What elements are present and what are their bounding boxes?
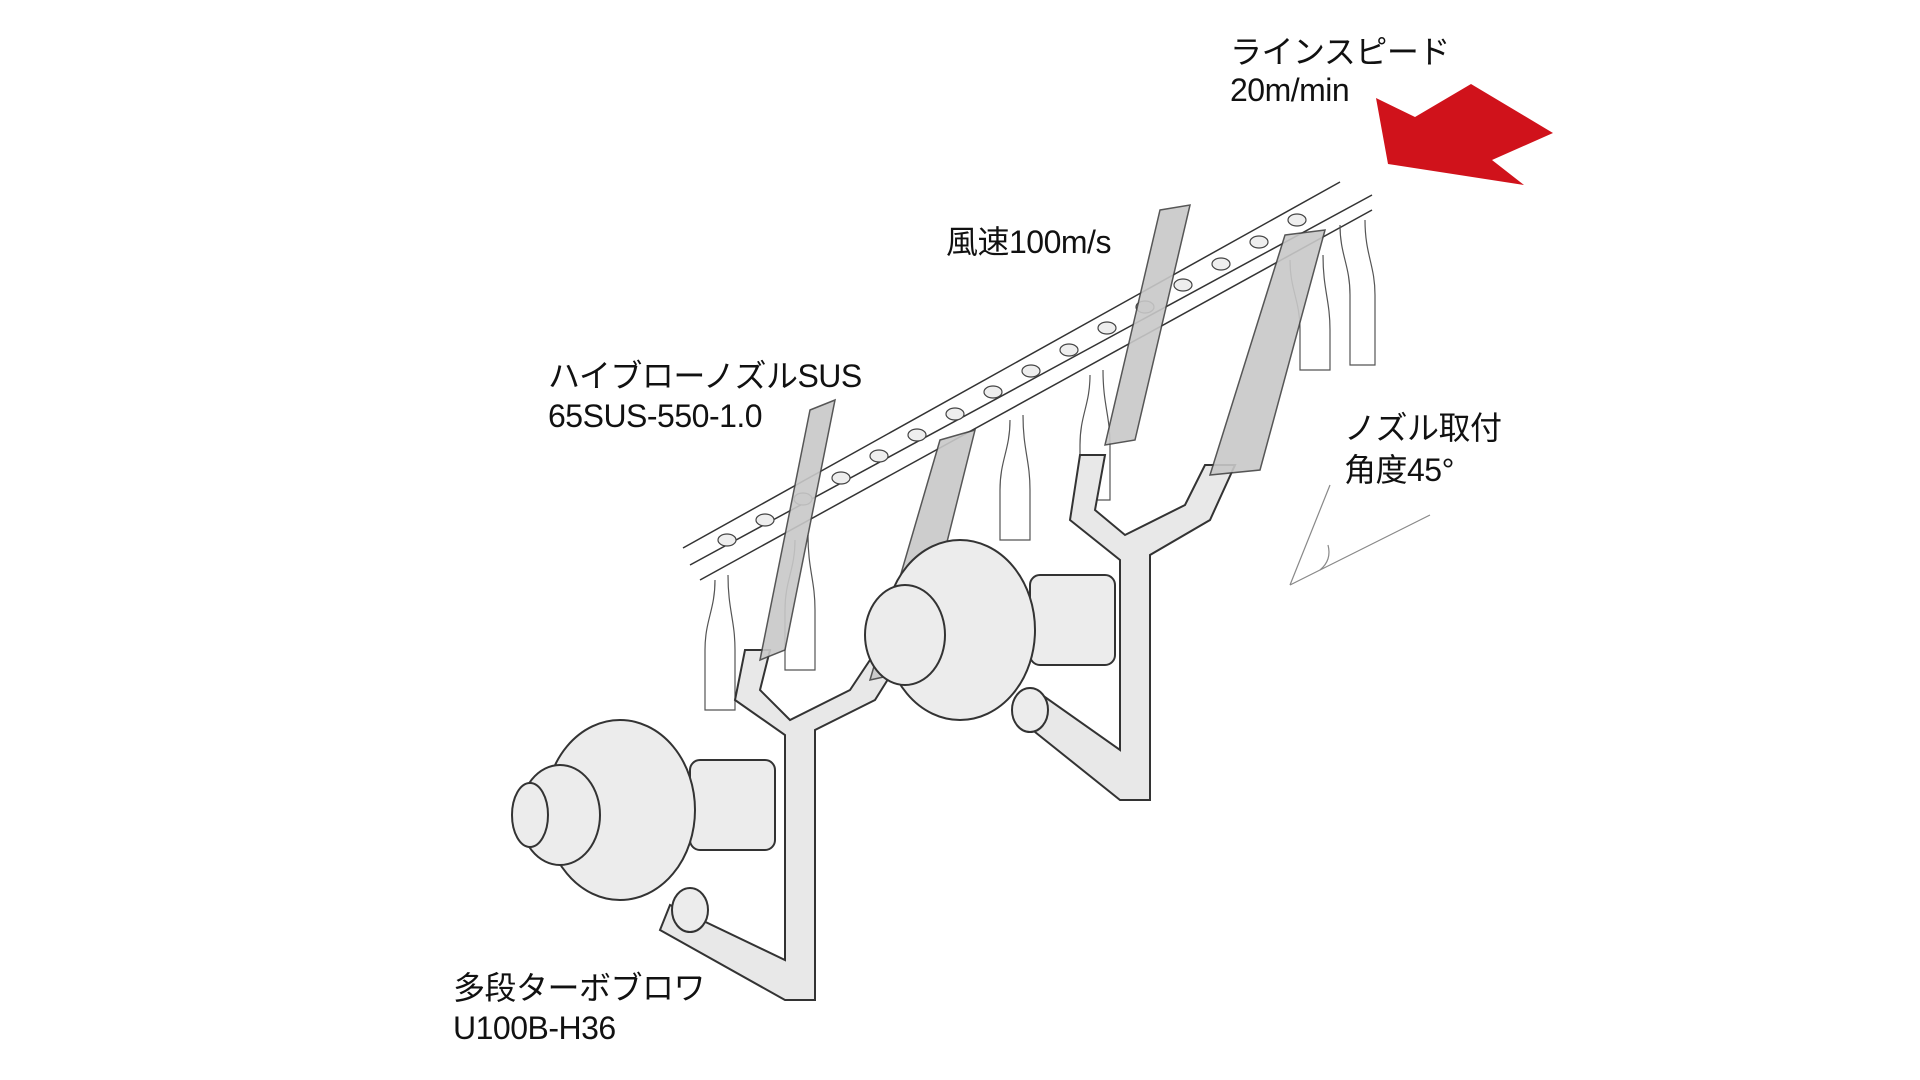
line-direction-arrow (1376, 84, 1553, 185)
line-speed-value: 20m/min (1230, 72, 1350, 108)
nozzle-model-label: 65SUS-550-1.0 (548, 398, 763, 434)
blower-name-label: 多段ターボブロワ (453, 970, 706, 1006)
line-speed-title: ラインスピード (1230, 34, 1450, 70)
air-ducts (658, 454, 1237, 1001)
high-blow-nozzles (758, 204, 1327, 682)
nozzle-name-label: ハイブローノズルSUS (548, 358, 862, 394)
angle-title-label: ノズル取付 (1344, 410, 1502, 446)
multistage-turbo-blower-2 (864, 539, 1116, 733)
blower-model-label: U100B-H36 (453, 1010, 616, 1046)
angle-indicator (1289, 484, 1431, 586)
multistage-turbo-blower-1 (511, 719, 776, 933)
angle-value-label: 角度45° (1344, 452, 1454, 488)
wind-speed-label: 風速100m/s (946, 224, 1111, 260)
